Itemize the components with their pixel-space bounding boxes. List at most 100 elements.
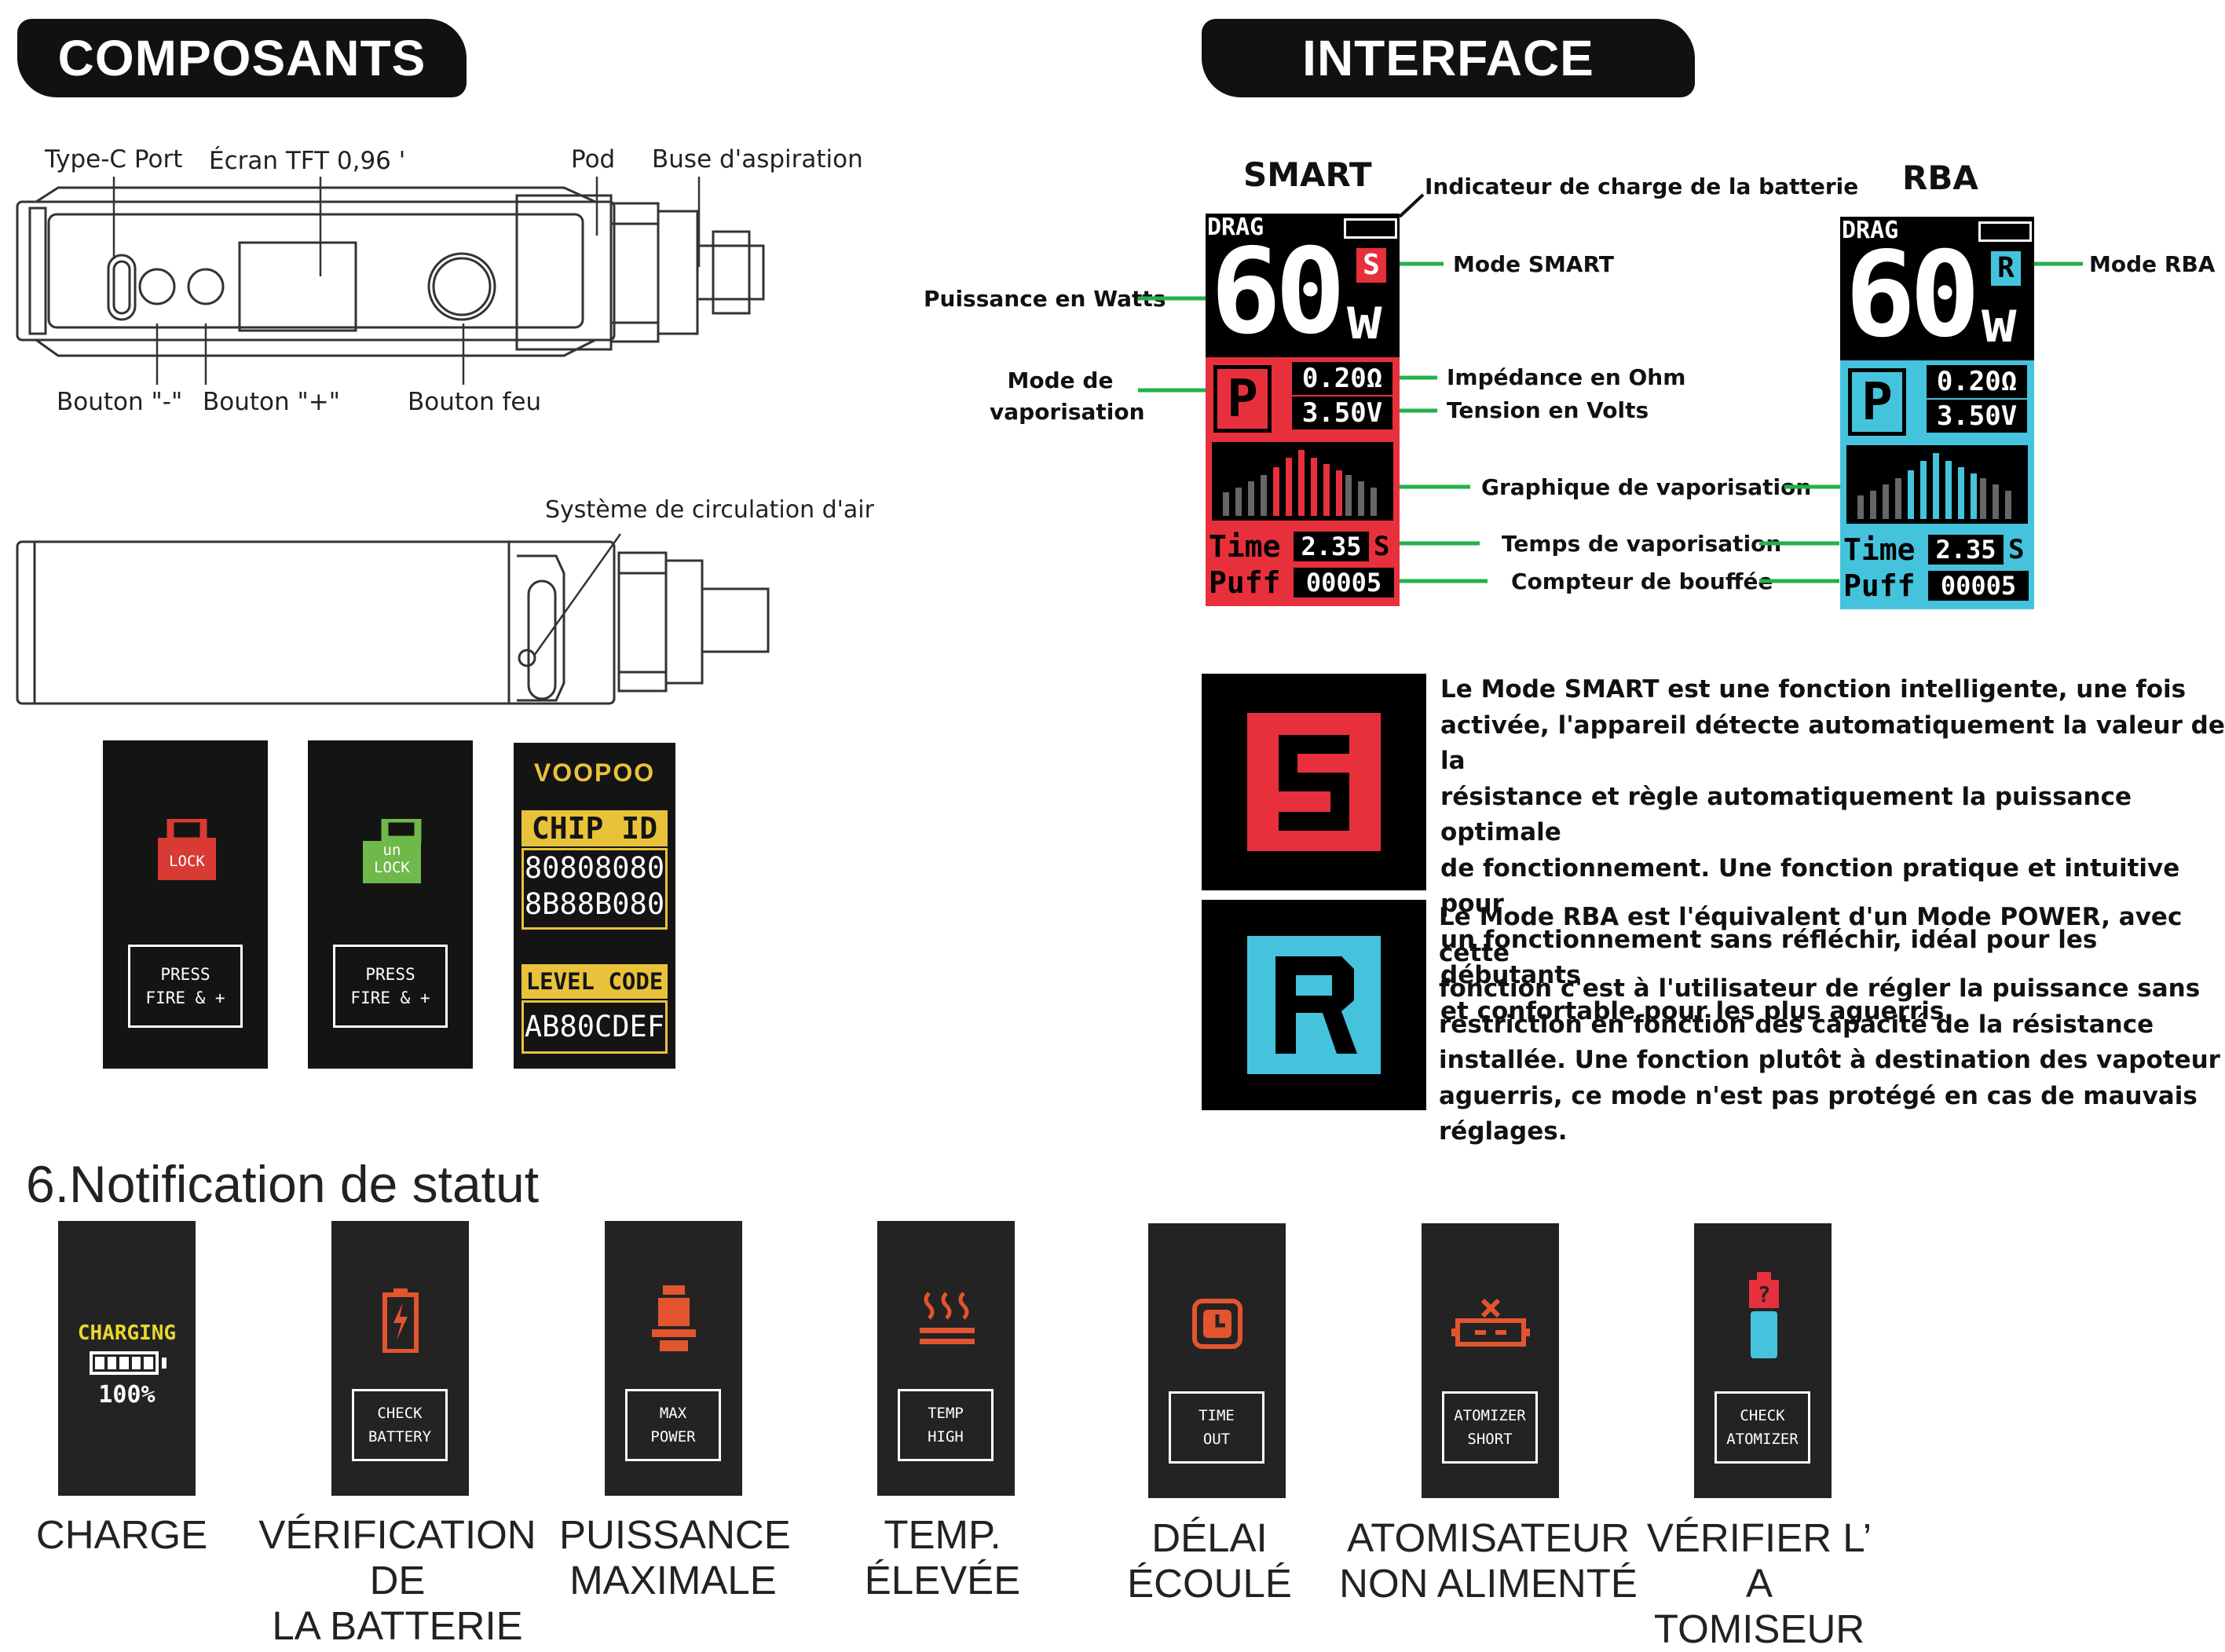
time-row: Time 2.35 S Puff 00005	[1206, 527, 1400, 606]
lock-text: LOCK	[169, 853, 205, 870]
status-section-title: 6.Notification de statut	[26, 1155, 540, 1213]
rba-screen: DRAG 60 R w P 0.20Ω 3.50V Time 2.35 S Pu…	[1840, 217, 2034, 609]
status-panel-check-atomizer: ? CHECK ATOMIZER	[1694, 1223, 1832, 1498]
temp-high-box: TEMP HIGH	[898, 1389, 994, 1461]
atomizer-question-icon: ?	[1749, 1272, 1779, 1358]
level-code-value: AB80CDEF	[521, 1000, 668, 1054]
device-side-illustration	[16, 540, 770, 705]
box-line-2: BATTERY	[368, 1428, 432, 1446]
box-line-1: CHECK	[377, 1405, 423, 1422]
resistance-value: 0.20Ω	[1927, 365, 2027, 398]
smart-mode-icon: S	[1356, 248, 1386, 283]
smart-desc-line: de fonctionnement. Une fonction pratique…	[1440, 853, 2180, 919]
brand-text: DRAG	[1842, 217, 1899, 244]
rba-desc-line: restriction en fonction des capacité de …	[1439, 1010, 2154, 1039]
screen-label: Écran TFT 0,96 '	[209, 147, 406, 175]
smart-desc-line: activée, l'appareil détecte automatiquem…	[1440, 711, 2225, 776]
lock-icon	[158, 819, 216, 880]
chip-id-value-1: 80808080	[524, 851, 665, 885]
press-text: PRESS	[365, 965, 415, 984]
battery-alert-icon	[382, 1288, 419, 1353]
caption-check-atomizer: VÉRIFIER L’ A TOMISEUR	[1634, 1515, 1885, 1652]
components-title: COMPOSANTS	[57, 30, 426, 86]
heat-waves-icon	[920, 1292, 975, 1344]
battery-icon	[1344, 218, 1397, 239]
time-value: 2.35	[1294, 532, 1369, 561]
clock-icon	[1192, 1299, 1242, 1349]
unlock-screen: un LOCK PRESS FIRE & +	[308, 740, 473, 1069]
power-value: 60	[1210, 224, 1346, 360]
unlock-icon	[363, 819, 422, 883]
device-front-illustration	[16, 186, 765, 357]
rba-mode-icon: R	[1991, 251, 2021, 286]
vape-graph-bars	[1223, 450, 1377, 516]
press-fire-box-unlock: PRESS FIRE & +	[333, 945, 448, 1028]
status-panel-atomizer-short: ATOMIZER SHORT	[1422, 1223, 1559, 1498]
caption-max-power: PUISSANCE MAXIMALE	[559, 1512, 791, 1603]
unlock-text-bottom: LOCK	[374, 859, 410, 876]
mouthpiece-label: Buse d'aspiration	[652, 145, 863, 174]
box-line-2: ATOMIZER	[1726, 1431, 1799, 1448]
type-c-port-label: Type-C Port	[45, 145, 183, 174]
voltage-value: 3.50V	[1927, 400, 2027, 433]
puff-label: Puff	[1843, 568, 1916, 603]
caption-line-1: VÉRIFICATION DE	[258, 1512, 536, 1603]
caption-time-out: DÉLAI ÉCOULÉ	[1107, 1515, 1312, 1606]
unit-text: w	[1982, 288, 2017, 356]
caption-temp-high: TEMP. ÉLEVÉE	[809, 1512, 1076, 1603]
big-r-icon	[1247, 936, 1381, 1074]
components-banner: COMPOSANTS	[17, 19, 467, 97]
check-atomizer-box: CHECK ATOMIZER	[1714, 1391, 1810, 1464]
rba-desc-line: aguerris, ce mode n'est pas protégé en c…	[1439, 1081, 2198, 1110]
box-line-2: POWER	[650, 1428, 696, 1446]
vape-graph-frame	[1206, 436, 1400, 527]
caption-line-2: NON ALIMENTÉ	[1339, 1561, 1638, 1606]
box-line-1: ATOMIZER	[1454, 1407, 1526, 1424]
voltage-label: Tension en Volts	[1447, 397, 1649, 423]
caption-line-1: TEMP. ÉLEVÉE	[864, 1512, 1021, 1603]
charging-battery-icon	[90, 1351, 159, 1375]
press-text: PRESS	[160, 965, 210, 984]
vape-graph-bars	[1857, 453, 2011, 519]
battery-icon	[1978, 221, 2032, 242]
mode-row: P 0.20Ω 3.50V	[1206, 357, 1400, 436]
status-panel-time-out: TIME OUT	[1148, 1223, 1286, 1498]
puff-value: 00005	[1928, 571, 2029, 601]
caption-line-1: PUISSANCE	[559, 1512, 791, 1557]
level-code-label: LEVEL CODE	[521, 964, 668, 999]
smart-screen: DRAG 60 S w P 0.20Ω 3.50V Time 2.35 S Pu…	[1206, 214, 1400, 606]
check-battery-box: CHECK BATTERY	[352, 1389, 448, 1461]
status-panel-temp-high: TEMP HIGH	[877, 1221, 1015, 1496]
airflow-leader-line	[532, 533, 622, 656]
caption-line-1: CHARGE	[35, 1512, 208, 1557]
time-value: 2.35	[1928, 535, 2004, 565]
unit-text: w	[1347, 285, 1382, 353]
interface-title: INTERFACE	[1302, 30, 1594, 86]
status-panel-check-battery: CHECK BATTERY	[331, 1221, 469, 1496]
rba-desc-line: installée. Une fonction plutôt à destina…	[1439, 1046, 2220, 1074]
vape-graph-frame	[1840, 439, 2034, 530]
interface-leader-lines	[1138, 193, 2083, 583]
caption-line-2: ÉCOULÉ	[1127, 1561, 1292, 1606]
minus-button-label: Bouton "-"	[57, 388, 183, 416]
front-leader-lines	[112, 177, 701, 385]
mode-letter-icon: P	[1213, 365, 1272, 433]
power-value: 60	[1845, 227, 1981, 364]
caption-check-battery: VÉRIFICATION DE LA BATTERIE	[232, 1512, 562, 1649]
time-unit: S	[2008, 534, 2025, 565]
puff-counter-label: Compteur de bouffée	[1511, 568, 1773, 594]
rba-title: RBA	[1902, 159, 1978, 197]
caption-line-1: VÉRIFIER L’ A	[1646, 1515, 1872, 1606]
time-label: Time	[1209, 529, 1281, 564]
caption-line-1: ATOMISATEUR	[1347, 1515, 1630, 1560]
caption-line-1: DÉLAI	[1151, 1515, 1268, 1560]
box-line-2: OUT	[1202, 1431, 1231, 1448]
smart-desc-line: résistance et règle automatiquement la p…	[1440, 782, 2132, 847]
caption-line-2: MAXIMALE	[569, 1558, 777, 1603]
vape-mode-label: Mode de vaporisation	[990, 367, 1145, 425]
caption-line-2: TOMISEUR	[1653, 1606, 1865, 1651]
chip-id-label: CHIP ID	[521, 810, 668, 846]
lock-screen: LOCK PRESS FIRE & +	[103, 740, 268, 1069]
svg-text:?: ?	[1758, 1281, 1771, 1307]
caption-charge: CHARGE	[24, 1512, 220, 1558]
